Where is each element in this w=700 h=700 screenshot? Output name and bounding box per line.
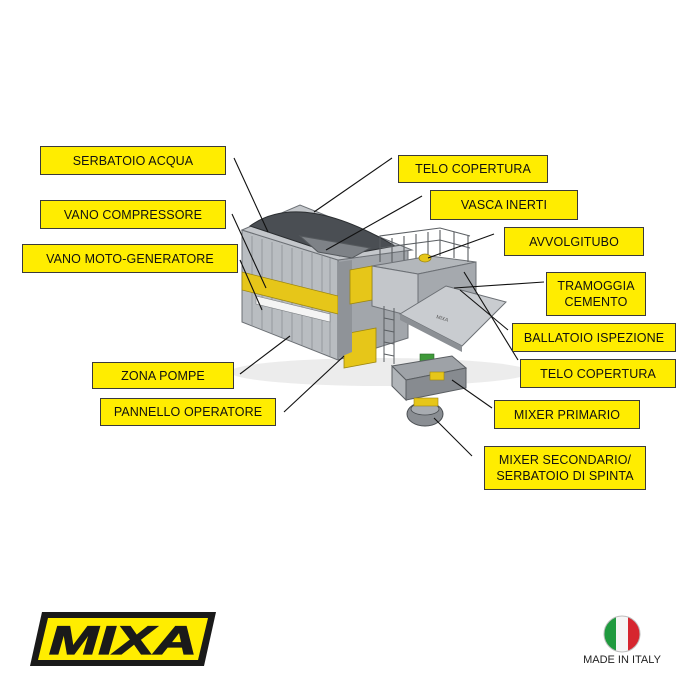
leader-telo-copertura-top <box>313 157 393 213</box>
label-tramoggia-cemento: TRAMOGGIA CEMENTO <box>546 272 646 316</box>
made-in-italy-text: MADE IN ITALY <box>583 654 661 666</box>
svg-text:MIXA: MIXA <box>435 314 449 324</box>
label-mixer-primario: MIXER PRIMARIO <box>494 400 640 429</box>
logo-text: MIXA <box>49 619 197 663</box>
leader-ballatoio-ispezione <box>459 289 509 331</box>
label-mixer-secondario: MIXER SECONDARIO/ SERBATOIO DI SPINTA <box>484 446 646 490</box>
mixa-logo: MIXA <box>30 612 216 666</box>
italy-flag-icon <box>603 615 641 653</box>
label-vano-compressore: VANO COMPRESSORE <box>40 200 226 229</box>
leader-tramoggia-cemento <box>453 281 545 289</box>
label-serbatoio-acqua: SERBATOIO ACQUA <box>40 146 226 175</box>
label-telo-copertura-right: TELO COPERTURA <box>520 359 676 388</box>
leader-vasca-inerti <box>325 195 423 251</box>
leader-avvolgitubo <box>427 233 495 259</box>
leader-serbatoio-acqua <box>233 157 269 233</box>
leader-lines <box>231 157 545 457</box>
leader-pannello-operatore <box>283 355 345 413</box>
label-ballatoio-ispezione: BALLATOIO ISPEZIONE <box>512 323 676 352</box>
machine-illustration: MIXA <box>230 204 530 427</box>
label-telo-copertura-top: TELO COPERTURA <box>398 155 548 183</box>
leader-telo-copertura-right <box>463 271 519 361</box>
label-vano-moto-generatore: VANO MOTO-GENERATORE <box>22 244 238 273</box>
label-avvolgitubo: AVVOLGITUBO <box>504 227 644 256</box>
leader-mixer-secondario <box>433 417 473 457</box>
leader-vano-compressore <box>231 213 267 289</box>
label-zona-pompe: ZONA POMPE <box>92 362 234 389</box>
leader-zona-pompe <box>239 335 291 375</box>
leader-vano-moto-generatore <box>239 259 263 311</box>
leader-mixer-primario <box>451 379 493 409</box>
label-vasca-inerti: VASCA INERTI <box>430 190 578 220</box>
label-pannello-operatore: PANNELLO OPERATORE <box>100 398 276 426</box>
